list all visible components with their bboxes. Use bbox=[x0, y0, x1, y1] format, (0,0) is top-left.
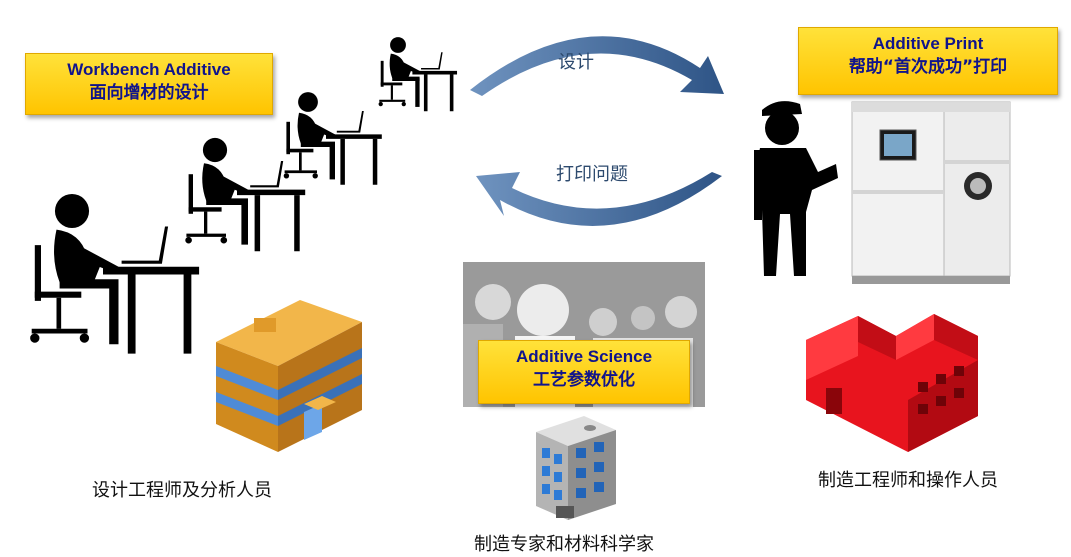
additive-science-subtitle: 工艺参数优化 bbox=[533, 370, 635, 390]
design-arrow bbox=[470, 36, 724, 96]
3d-printer-icon bbox=[851, 101, 1011, 284]
additive-science-label: Additive Science 工艺参数优化 bbox=[478, 340, 690, 404]
operators-caption: 制造工程师和操作人员 bbox=[818, 470, 998, 491]
additive-print-label: Additive Print 帮助“首次成功”打印 bbox=[798, 27, 1058, 95]
office-building-icon bbox=[216, 300, 362, 452]
designers-caption: 设计工程师及分析人员 bbox=[92, 480, 272, 501]
scientists-caption: 制造专家和材料科学家 bbox=[474, 534, 654, 555]
workbench-subtitle: 面向增材的设计 bbox=[89, 83, 209, 103]
factory-icon bbox=[806, 314, 978, 452]
design-arrow-label: 设计 bbox=[558, 52, 594, 73]
additive-science-title: Additive Science bbox=[515, 347, 653, 366]
additive-print-subtitle: 帮助“首次成功”打印 bbox=[848, 57, 1008, 77]
lab-building-icon bbox=[536, 416, 616, 520]
workbench-title: Workbench Additive bbox=[67, 60, 231, 79]
operator-icon bbox=[754, 101, 838, 276]
print-issue-arrow-label: 打印问题 bbox=[556, 164, 628, 185]
print-issue-arrow bbox=[476, 172, 722, 226]
additive-print-title: Additive Print bbox=[872, 34, 984, 53]
workbench-label: Workbench Additive 面向增材的设计 bbox=[25, 53, 273, 115]
